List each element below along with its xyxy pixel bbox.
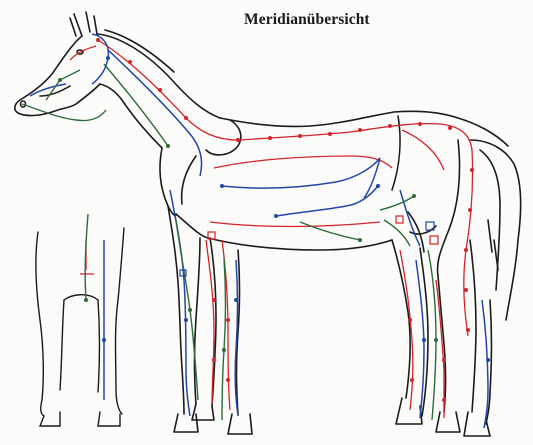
green-acupoints bbox=[58, 78, 438, 352]
hind-leg-rear-view bbox=[36, 228, 124, 426]
joint-markers-blue bbox=[180, 222, 434, 276]
horse-outline bbox=[15, 12, 521, 436]
